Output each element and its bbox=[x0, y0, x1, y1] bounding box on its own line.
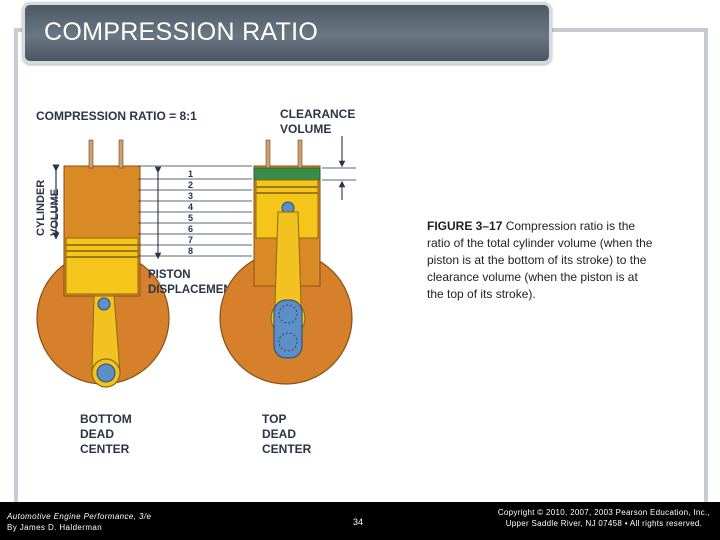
cylinder-label-2: VOLUME bbox=[49, 189, 61, 236]
book-author: By James D. Halderman bbox=[7, 523, 103, 532]
caption-text: Compression ratio is the ratio of the to… bbox=[427, 219, 653, 301]
footer-bar: Automotive Engine Performance, 3/e By Ja… bbox=[0, 502, 720, 540]
slide-title: COMPRESSION RATIO bbox=[44, 18, 319, 46]
ratio-label: COMPRESSION RATIO = 8:1 bbox=[36, 109, 197, 123]
copyright-line-2: Upper Saddle River, NJ 07458 • All right… bbox=[505, 519, 703, 528]
figure-label: FIGURE 3–17 bbox=[427, 219, 503, 233]
clearance-label-1: CLEARANCE bbox=[280, 107, 355, 121]
footer-book-info: Automotive Engine Performance, 3/e By Ja… bbox=[7, 511, 151, 533]
copyright-line-1: Copyright © 2010, 2007, 2003 Pearson Edu… bbox=[497, 508, 710, 517]
division-label-6: 6 bbox=[188, 224, 193, 234]
cylinder-label-1: CYLINDER bbox=[35, 180, 47, 236]
book-title: Automotive Engine Performance, 3/e bbox=[7, 512, 152, 521]
division-label-5: 5 bbox=[188, 213, 193, 223]
title-banner bbox=[22, 2, 552, 64]
tdc-caption-1: TOP bbox=[262, 412, 286, 426]
bdc-wrist-pin bbox=[97, 297, 111, 311]
bdc-engine bbox=[36, 139, 170, 388]
bdc-valve-right bbox=[118, 139, 124, 169]
page-number: 34 bbox=[353, 517, 364, 527]
clearance-label-2: VOLUME bbox=[280, 122, 331, 136]
tdc-caption-3: CENTER bbox=[262, 442, 312, 456]
division-label-1: 1 bbox=[188, 169, 193, 179]
tdc-valve-left bbox=[265, 139, 271, 169]
bdc-caption-2: DEAD bbox=[80, 427, 114, 441]
division-label-8: 8 bbox=[188, 246, 193, 256]
bdc-valve-left bbox=[88, 139, 94, 169]
division-label-2: 2 bbox=[188, 180, 193, 190]
clearance-volume bbox=[253, 167, 321, 181]
tdc-engine bbox=[219, 139, 353, 385]
division-label-7: 7 bbox=[188, 235, 193, 245]
compression-ratio-figure: CYLINDER VOLUME COMPRESSION RATIO = 8:1 … bbox=[30, 96, 410, 466]
division-label-4: 4 bbox=[188, 202, 193, 212]
figure-caption: FIGURE 3–17 Compression ratio is the rat… bbox=[427, 218, 657, 303]
tdc-crank-pin bbox=[273, 299, 303, 359]
piston-label-1: PISTON bbox=[148, 269, 191, 281]
copyright-notice: Copyright © 2010, 2007, 2003 Pearson Edu… bbox=[498, 507, 710, 529]
bdc-piston bbox=[65, 237, 139, 295]
bdc-caption-1: BOTTOM bbox=[80, 412, 132, 426]
tdc-caption-2: DEAD bbox=[262, 427, 296, 441]
engine-diagram: CYLINDER VOLUME COMPRESSION RATIO = 8:1 … bbox=[35, 107, 356, 456]
piston-label-2: DISPLACEMENT bbox=[148, 284, 239, 296]
bdc-crank-pin bbox=[96, 363, 116, 383]
bdc-caption-3: CENTER bbox=[80, 442, 130, 456]
division-label-3: 3 bbox=[188, 191, 193, 201]
tdc-valve-right bbox=[297, 139, 303, 169]
